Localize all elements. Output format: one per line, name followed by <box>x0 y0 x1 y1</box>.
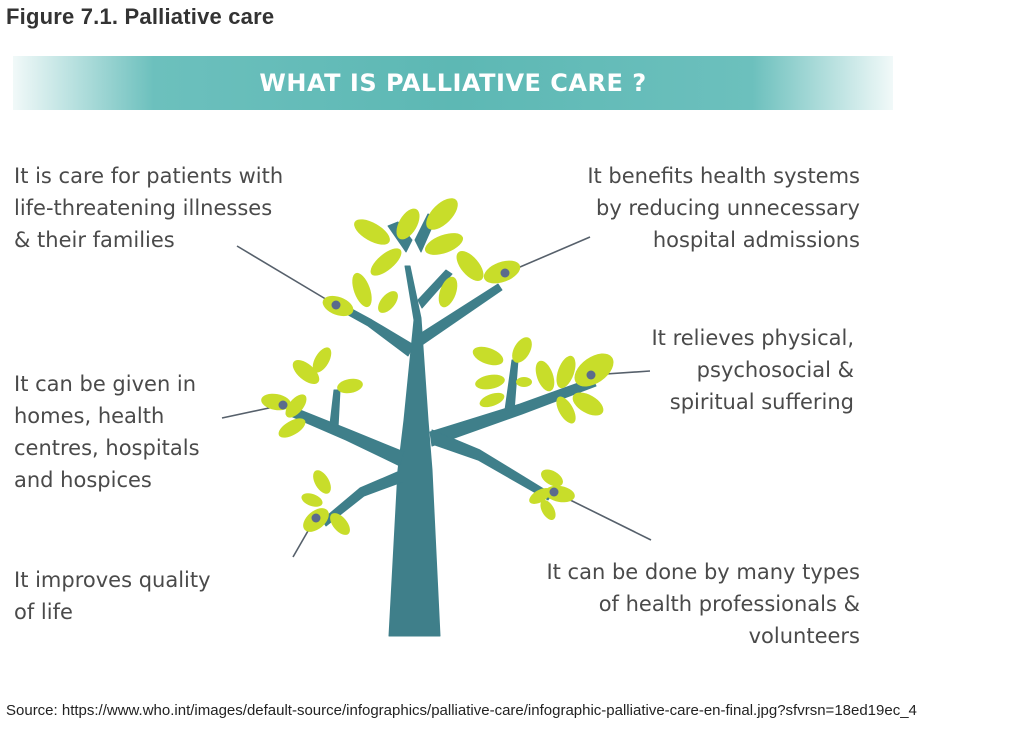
callout-line: It can be done by many types <box>490 556 860 588</box>
callout-line: of health professionals & <box>490 588 860 620</box>
dot-patients <box>332 301 341 310</box>
callout-line: It improves quality <box>14 564 211 596</box>
callout-line: centres, hospitals <box>14 432 200 464</box>
callout-patients: It is care for patients with life-threat… <box>14 160 283 256</box>
callout-quality: It improves quality of life <box>14 564 211 628</box>
callout-line: volunteers <box>490 620 860 652</box>
callout-line: hospital admissions <box>540 224 860 256</box>
branch-left <box>286 406 404 466</box>
callout-line: life-threatening illnesses <box>14 192 283 224</box>
callout-line: psychosocial & <box>600 354 854 386</box>
callout-suffering: It relieves physical, psychosocial & spi… <box>600 322 854 418</box>
callout-line: of life <box>14 596 211 628</box>
dot-suffering <box>587 371 596 380</box>
callout-line: & their families <box>14 224 283 256</box>
branch-lower-right <box>432 430 552 500</box>
leaf <box>348 270 375 309</box>
callout-line: It benefits health systems <box>540 160 860 192</box>
leaf <box>350 214 394 250</box>
dot-settings <box>279 401 288 410</box>
callout-professionals: It can be done by many types of health p… <box>490 556 860 652</box>
callout-line: It is care for patients with <box>14 160 283 192</box>
leaf <box>452 246 489 285</box>
callout-line: and hospices <box>14 464 200 496</box>
callout-line: by reducing unnecessary <box>540 192 860 224</box>
leaf <box>366 244 405 281</box>
leaf <box>474 373 506 392</box>
callout-line: homes, health <box>14 400 200 432</box>
leaf <box>470 343 506 369</box>
source-caption: Source: https://www.who.int/images/defau… <box>6 702 917 719</box>
leaf <box>300 491 325 510</box>
leaf <box>478 390 507 410</box>
dot-quality <box>312 514 321 523</box>
dot-health-systems <box>501 269 510 278</box>
twig-left <box>330 390 340 428</box>
callout-line: spiritual suffering <box>600 386 854 418</box>
callout-line: It can be given in <box>14 368 200 400</box>
callout-health-systems: It benefits health systems by reducing u… <box>540 160 860 256</box>
leaf <box>309 467 334 497</box>
callout-settings: It can be given in homes, health centres… <box>14 368 200 496</box>
dot-professionals <box>550 488 559 497</box>
leaf <box>532 358 558 394</box>
leaf <box>374 288 401 317</box>
twig-right <box>505 360 518 412</box>
callout-line: It relieves physical, <box>600 322 854 354</box>
leaf <box>516 377 532 387</box>
